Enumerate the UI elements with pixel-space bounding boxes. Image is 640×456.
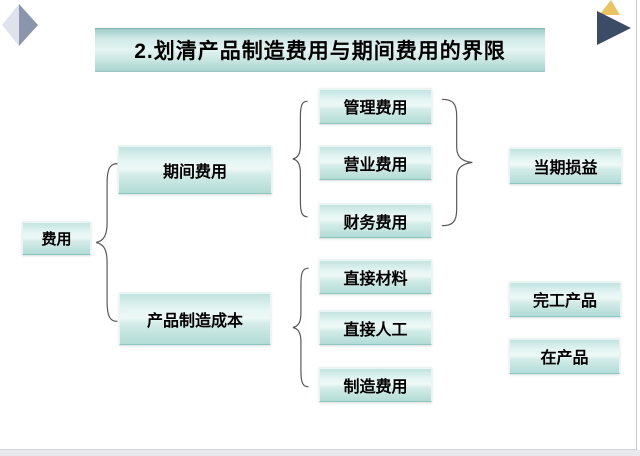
node-direct-labor: 直接人工 bbox=[319, 310, 432, 345]
node-admin-expenses: 管理费用 bbox=[319, 88, 432, 124]
brace-period-to-children bbox=[292, 100, 308, 218]
node-period-expenses: 期间费用 bbox=[118, 145, 272, 194]
brace-fees-to-branches bbox=[95, 162, 118, 323]
node-financial-expenses: 财务费用 bbox=[319, 203, 432, 238]
brace-children-to-profit-loss bbox=[441, 98, 474, 227]
node-fees: 费用 bbox=[22, 221, 91, 255]
node-finished-products: 完工产品 bbox=[509, 281, 621, 317]
slide-title: 2.划清产品制造费用与期间费用的界限 bbox=[95, 28, 545, 72]
page-margin bbox=[0, 450, 640, 456]
node-work-in-progress: 在产品 bbox=[509, 338, 620, 374]
node-product-manufacturing-cost: 产品制造成本 bbox=[119, 292, 271, 345]
corner-arrow-icon bbox=[597, 0, 631, 45]
node-current-profit-loss: 当期损益 bbox=[509, 147, 622, 184]
brace-manufacturing-to-children bbox=[292, 267, 309, 388]
node-manufacturing-overhead: 制造费用 bbox=[319, 367, 432, 402]
node-operating-expenses: 营业费用 bbox=[319, 145, 432, 180]
node-direct-materials: 直接材料 bbox=[319, 259, 432, 294]
corner-diamond-icon bbox=[2, 4, 38, 46]
